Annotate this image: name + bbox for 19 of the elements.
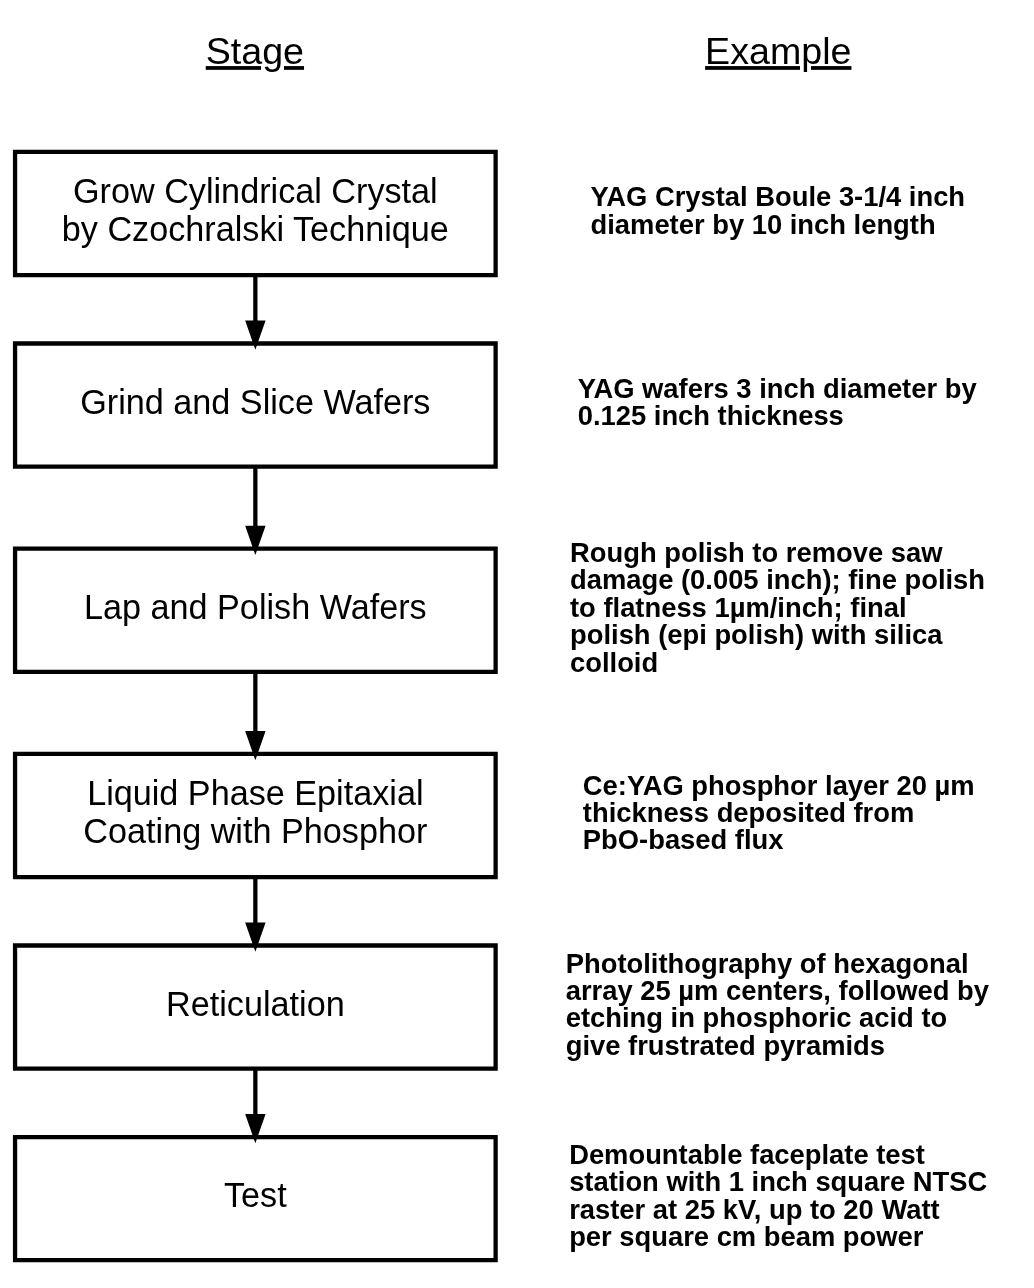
- node-label: Ce:YAG phosphor layer 20 µm thickness deposited from PbO-based flux: [582, 769, 975, 855]
- label: Stage: [205, 29, 305, 72]
- node-label: YAG wafers 3 inch diameter by 0.125 inch thickness: [577, 372, 977, 431]
- node-box: Grind and Slice Wafers: [12, 340, 498, 469]
- node-box: Reticulation: [12, 942, 498, 1071]
- node-box: Lap and Polish Wafers: [12, 546, 498, 674]
- node-label: Rough polish to remove saw damage (0.005 inch); fine polish to flatness 1µm/inch; final polish (epi polish) with silica colloid: [570, 536, 986, 678]
- node-box: Liquid Phase Epitaxial Coating with Phosphor: [12, 751, 498, 879]
- label: Example: [705, 29, 852, 72]
- arrow: [245, 671, 266, 760]
- arrow: [245, 876, 266, 952]
- arrow: [245, 274, 266, 350]
- node-box: Grow Cylindrical Crystal by Czochralski Technique: [12, 149, 498, 277]
- arrow: [245, 1068, 266, 1143]
- arrow: [245, 466, 266, 555]
- node-label: Demountable faceplate test station with 1 inch square NTSC raster at 25 kV, up to 20 Watt per square cm beam power: [569, 1138, 988, 1252]
- node-label: YAG Crystal Boule 3-1/4 inch diameter by 10 inch length: [590, 180, 966, 240]
- node-label: Photolithography of hexagonal array 25 µm centers, followed by etching in phosphoric acid to give frustrated pyramids: [565, 947, 990, 1061]
- node-box: Test: [12, 1134, 498, 1262]
